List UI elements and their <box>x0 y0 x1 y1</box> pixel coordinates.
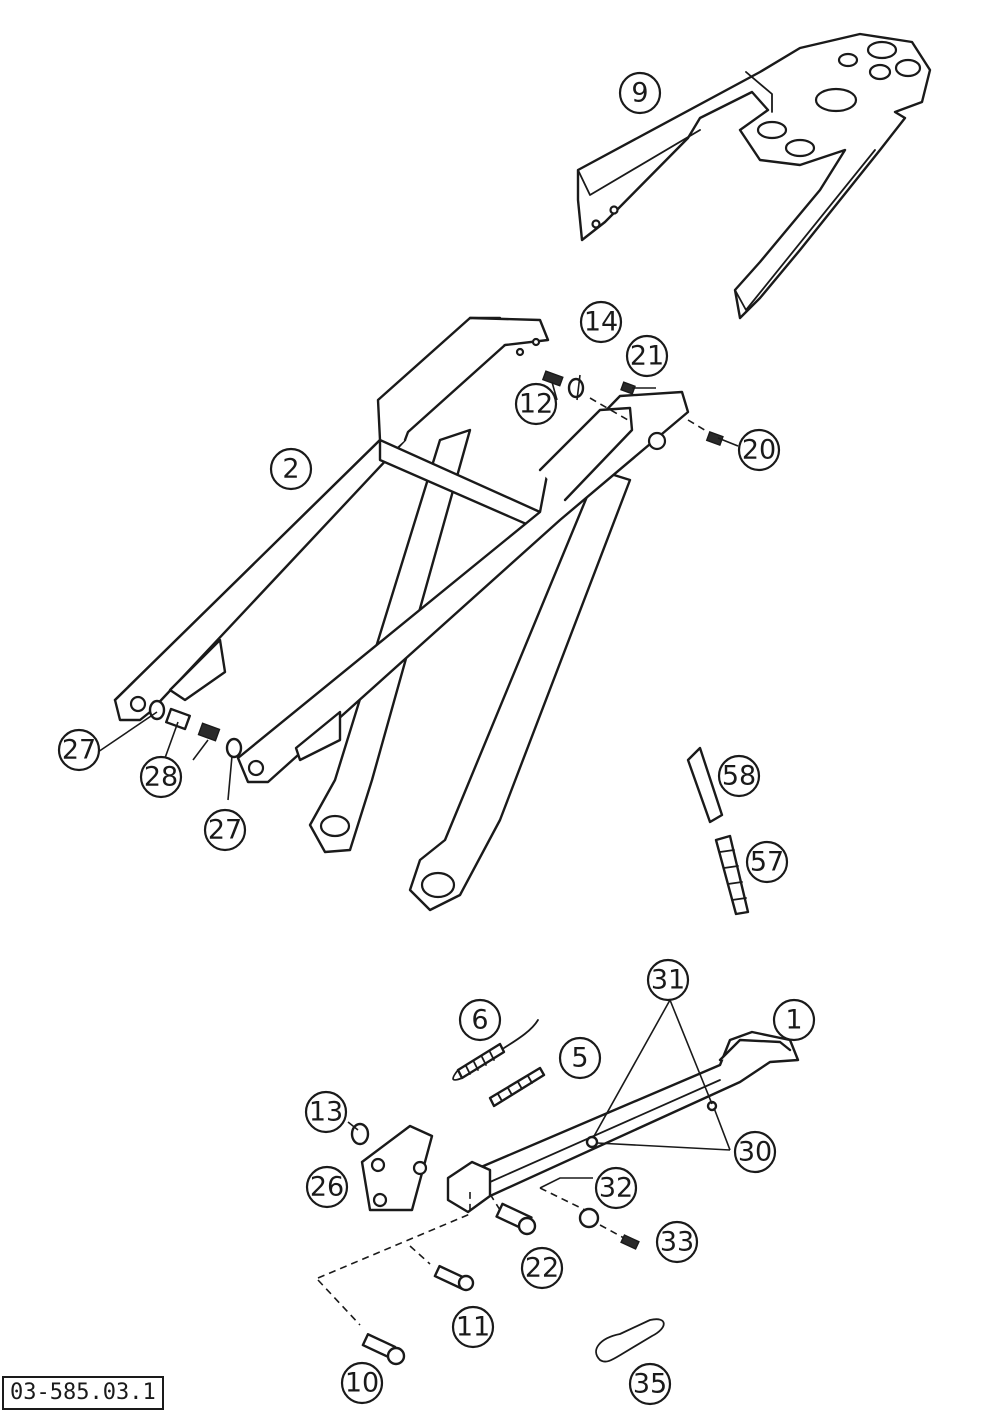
callout-14: 14 <box>579 300 623 344</box>
svg-text:58: 58 <box>722 761 756 792</box>
subframe-fasteners <box>148 370 724 759</box>
svg-text:27: 27 <box>208 815 242 846</box>
callout-31: 31 <box>646 958 690 1002</box>
svg-text:31: 31 <box>651 965 685 996</box>
svg-text:33: 33 <box>660 1227 694 1258</box>
svg-text:22: 22 <box>525 1253 559 1284</box>
callout-2: 2 <box>269 447 313 491</box>
svg-text:6: 6 <box>471 1005 488 1036</box>
svg-text:27: 27 <box>62 735 96 766</box>
side-stand-part <box>317 1019 800 1366</box>
callout-26: 26 <box>305 1165 349 1209</box>
svg-text:12: 12 <box>519 389 553 420</box>
callout-1: 1 <box>772 998 816 1042</box>
callout-5: 5 <box>558 1036 602 1080</box>
leader-lines <box>97 374 739 1189</box>
callout-22: 22 <box>520 1246 564 1290</box>
drawing-number-label: 03-585.03.1 <box>2 1376 164 1410</box>
svg-text:32: 32 <box>599 1173 633 1204</box>
small-parts-58-57 <box>686 746 750 916</box>
callout-10: 10 <box>340 1361 384 1405</box>
callout-9: 9 <box>618 71 662 115</box>
callout-30: 30 <box>733 1130 777 1174</box>
svg-text:2: 2 <box>282 454 299 485</box>
callout-32: 32 <box>594 1166 638 1210</box>
callout-20: 20 <box>737 428 781 472</box>
callout-57: 57 <box>745 840 789 884</box>
svg-text:26: 26 <box>310 1172 344 1203</box>
callout-27-left: 27 <box>57 728 101 772</box>
callout-21: 21 <box>625 334 669 378</box>
callout-27-right: 27 <box>203 808 247 852</box>
svg-text:9: 9 <box>631 78 648 109</box>
svg-text:21: 21 <box>630 341 664 372</box>
svg-text:10: 10 <box>345 1368 379 1399</box>
callout-33: 33 <box>655 1220 699 1264</box>
svg-text:11: 11 <box>456 1312 490 1343</box>
svg-text:57: 57 <box>750 847 784 878</box>
svg-text:30: 30 <box>738 1137 772 1168</box>
callout-58: 58 <box>717 754 761 798</box>
callout-13: 13 <box>304 1090 348 1134</box>
callout-28: 28 <box>139 755 183 799</box>
svg-text:14: 14 <box>584 307 618 338</box>
callout-12: 12 <box>514 382 558 426</box>
svg-text:5: 5 <box>571 1043 588 1074</box>
rear-bracket-part <box>576 32 932 320</box>
svg-text:1: 1 <box>785 1005 802 1036</box>
svg-text:13: 13 <box>309 1097 343 1128</box>
svg-text:20: 20 <box>742 435 776 466</box>
callout-35: 35 <box>628 1362 672 1406</box>
callout-11: 11 <box>451 1305 495 1349</box>
callout-6: 6 <box>458 998 502 1042</box>
subframe-part <box>113 316 690 912</box>
svg-text:28: 28 <box>144 762 178 793</box>
svg-text:35: 35 <box>633 1369 667 1400</box>
